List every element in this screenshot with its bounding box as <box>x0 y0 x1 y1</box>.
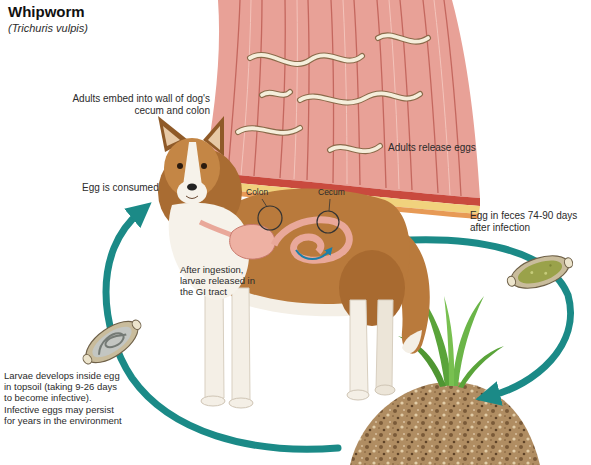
intestine-wall-part <box>238 35 428 151</box>
intestine-wall-part-part <box>280 0 285 178</box>
dog-illustration-part <box>232 288 250 402</box>
whipworm-egg-part <box>549 264 552 267</box>
species-name: (Trichuris vulpis) <box>8 22 158 35</box>
intestine-wall <box>202 0 480 219</box>
whipworm-egg-part <box>506 275 517 287</box>
larvated-egg <box>76 311 148 373</box>
gi-tract-part <box>262 199 267 207</box>
dog-illustration-part <box>164 138 220 198</box>
intestine-wall-part-part <box>434 0 450 195</box>
stage-note: After ingestion, larvae released in the … <box>180 264 270 298</box>
soil-mound-part <box>458 346 504 388</box>
stage-note: Adults embed into wall of dog's cecum an… <box>70 93 210 117</box>
dog-illustration-part <box>402 330 422 353</box>
organ-label: Colon <box>246 187 286 197</box>
dog-illustration-part <box>177 163 183 169</box>
dog-illustration <box>158 116 430 408</box>
gi-tract-part <box>258 206 282 230</box>
whipworm-egg-part <box>563 257 574 269</box>
larvated-egg-part <box>79 313 144 370</box>
larvated-egg-part <box>94 328 128 357</box>
gi-tract-part <box>317 211 339 233</box>
intestine-wall-part-part <box>343 0 347 184</box>
gi-tract-part <box>329 199 330 211</box>
soil-mound <box>350 288 540 465</box>
intestine-wall-part <box>228 0 461 196</box>
intestine-wall-part-part <box>228 0 240 174</box>
soil-mound-part <box>350 382 540 465</box>
dog-illustration-part <box>339 250 405 326</box>
intestine-wall-part <box>204 0 480 198</box>
diagram-title: Whipworm <box>8 3 168 21</box>
intestine-wall-part-part <box>444 0 461 196</box>
dog-illustration-part <box>376 300 393 389</box>
dog-illustration-part <box>350 300 368 394</box>
intestine-wall-part-part <box>307 0 309 180</box>
stage-note: Egg in feces 74-90 days after infection <box>470 210 591 234</box>
whipworm-egg <box>503 248 576 296</box>
dog-illustration-part <box>187 184 197 191</box>
dog-illustration-part <box>177 180 207 204</box>
larvated-egg-part <box>130 318 142 331</box>
gi-tract-part <box>296 250 330 259</box>
dog-illustration-part <box>201 396 225 406</box>
stage-note: Larvae develops inside egg in topsoil (t… <box>4 370 126 426</box>
intestine-wall-part-part <box>294 0 297 179</box>
dog-illustration-part <box>375 385 395 395</box>
intestine-wall-part <box>238 35 428 151</box>
dog-illustration-part <box>229 398 253 408</box>
intestine-wall-part-part <box>423 0 438 193</box>
dog-illustration-part <box>201 163 207 169</box>
dog-illustration-part <box>347 390 369 400</box>
whipworm-egg-part <box>507 249 573 294</box>
whipworm-egg-part <box>530 271 534 275</box>
gi-tract-part <box>200 222 234 236</box>
larvated-egg-part <box>88 321 137 363</box>
dog-illustration-part <box>186 196 198 199</box>
intestine-wall-part-part <box>241 0 251 175</box>
intestine-wall-part-part <box>354 0 360 185</box>
intestine-wall-part-part <box>254 0 262 176</box>
stage-note: Egg is consumed <box>82 182 182 194</box>
soil-mound-part <box>444 296 454 386</box>
stage-note: Adults release eggs <box>388 142 488 154</box>
gi-tract <box>200 199 349 260</box>
dog-illustration-part <box>183 142 202 186</box>
cycle-arrow-part <box>410 240 571 396</box>
whipworm-egg-part <box>544 271 548 275</box>
larvated-egg-part <box>81 353 93 366</box>
whipworm-egg-part <box>515 256 565 288</box>
organ-label: Cecum <box>318 187 358 197</box>
intestine-wall-part-part <box>331 0 334 183</box>
